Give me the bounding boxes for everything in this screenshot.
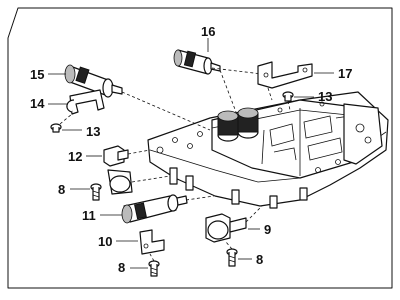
callout-8-bottom-right: 8 — [256, 252, 263, 267]
frame-outline — [7, 7, 393, 289]
callout-13-left: 13 — [86, 124, 100, 139]
sensor-12 — [103, 145, 129, 167]
callout-8-left: 8 — [58, 182, 65, 197]
bracket-10 — [139, 229, 165, 255]
callout-13-upper: 13 — [318, 89, 332, 104]
callout-16: 16 — [201, 24, 215, 39]
sensor-body-12 — [107, 169, 133, 195]
bolt-8-bottom-left — [148, 260, 160, 277]
callout-10: 10 — [98, 234, 112, 249]
bracket-17 — [257, 61, 313, 89]
callout-17: 17 — [338, 66, 352, 81]
solenoid-15 — [64, 64, 123, 98]
callout-11: 11 — [82, 208, 96, 223]
solenoid-16 — [173, 49, 221, 75]
bolt-8-left — [90, 183, 102, 201]
valve-body-assembly — [147, 91, 389, 209]
bolt-8-bottom-right — [226, 248, 238, 267]
bolt-13-left — [50, 123, 62, 133]
callout-9: 9 — [264, 222, 271, 237]
bolt-13-upper — [282, 91, 294, 102]
bracket-14 — [66, 89, 105, 115]
solenoid-11 — [121, 194, 188, 224]
callout-14: 14 — [30, 96, 45, 111]
callout-8-bottom-left: 8 — [118, 260, 125, 275]
callout-12: 12 — [68, 149, 82, 164]
callout-15: 15 — [30, 67, 44, 82]
sensor-9 — [205, 213, 247, 243]
